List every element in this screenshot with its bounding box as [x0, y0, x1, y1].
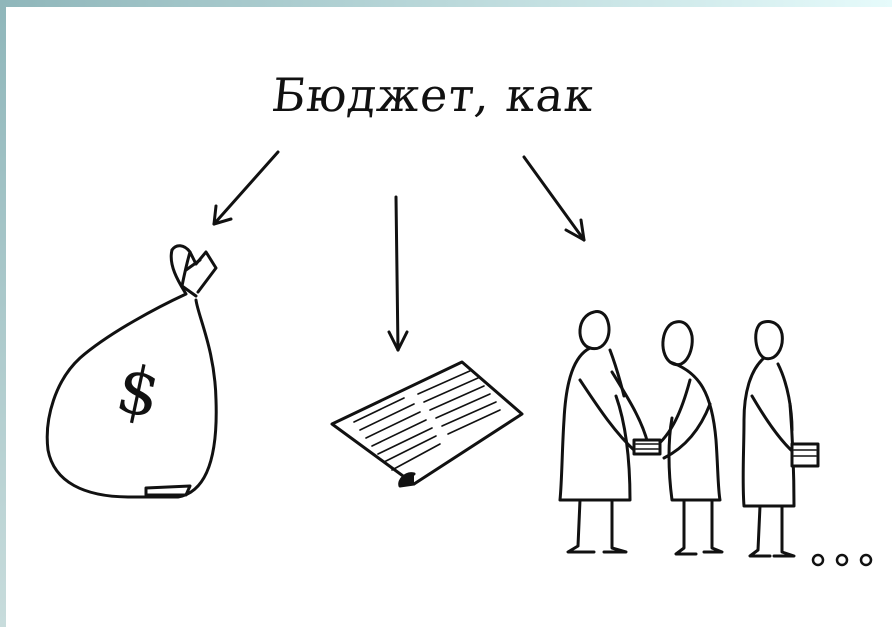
person-middle: [654, 322, 722, 554]
arrow-left: [214, 152, 278, 224]
document-icon: [332, 362, 522, 486]
arrow-center: [389, 197, 407, 350]
money-bag-icon: $: [47, 246, 216, 497]
person-left: [560, 311, 648, 552]
dollar-sign: $: [110, 349, 167, 433]
person-right: [743, 322, 818, 557]
arrow-right: [524, 157, 584, 240]
money-stack: [634, 440, 660, 454]
ellipsis-dots: [813, 555, 871, 565]
